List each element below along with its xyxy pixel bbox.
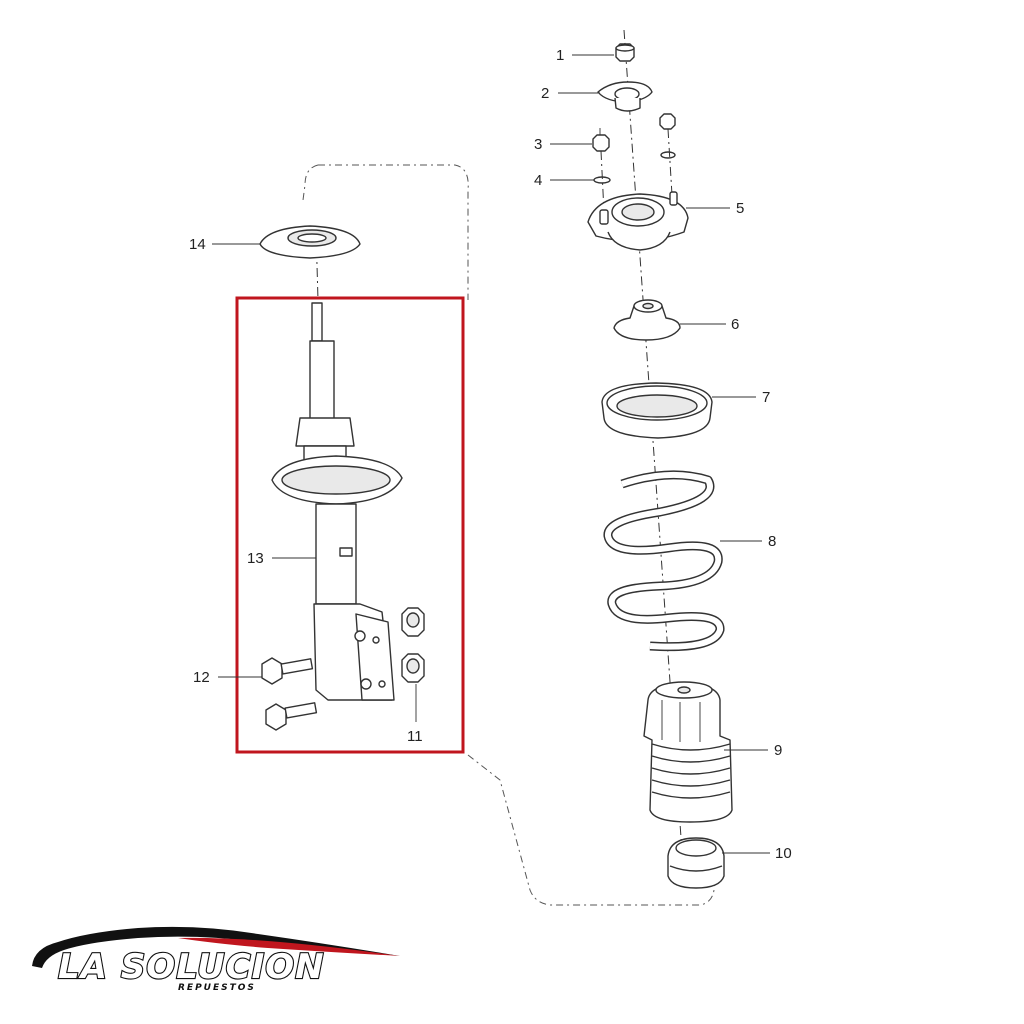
callout-labels: 1 2 3 4 5 6 7 8 9 10 11 12 13 14 [189, 47, 792, 862]
callout-2: 2 [541, 85, 549, 102]
part-2-washer [597, 81, 653, 112]
strut-axis [315, 229, 319, 301]
part-9-dust-boot [643, 681, 733, 823]
part-12-bolt [261, 657, 318, 731]
logo-subtext: REPUESTOS [178, 983, 256, 993]
callout-7: 7 [762, 389, 770, 406]
callout-1: 1 [556, 47, 564, 64]
callout-3: 3 [534, 136, 542, 153]
part-3-nut [592, 128, 610, 152]
part-6-bearing [613, 299, 681, 341]
red-swoosh [178, 937, 400, 956]
la-solucion-logo: LA SOLUCION REPUESTOS [32, 926, 400, 993]
part-10-bump-stop [667, 837, 725, 889]
part-1-nut [615, 43, 635, 62]
part-7-spring-seat [601, 382, 713, 439]
callout-14: 14 [189, 236, 206, 253]
leader-lines [212, 54, 770, 854]
part-11-nut [401, 607, 425, 683]
car-silhouette-swoosh [32, 926, 400, 968]
callout-11: 11 [407, 728, 423, 745]
callout-8: 8 [768, 533, 776, 550]
callout-6: 6 [731, 316, 739, 333]
logo-text: LA SOLUCION [58, 947, 325, 987]
part-8-coil-spring [603, 470, 725, 652]
callout-12: 12 [193, 669, 210, 686]
strut-highlight-box [235, 296, 465, 754]
callout-9: 9 [774, 742, 782, 759]
callout-13: 13 [247, 550, 264, 567]
part-5-strut-mount [587, 191, 689, 251]
part-14-insulator [259, 225, 361, 259]
assembly-group-outline [302, 164, 717, 906]
part-13-strut-assembly [271, 302, 403, 701]
stud-nut-right [600, 113, 676, 213]
callout-5: 5 [736, 200, 744, 217]
callout-4: 4 [534, 172, 542, 189]
callout-10: 10 [775, 845, 792, 862]
